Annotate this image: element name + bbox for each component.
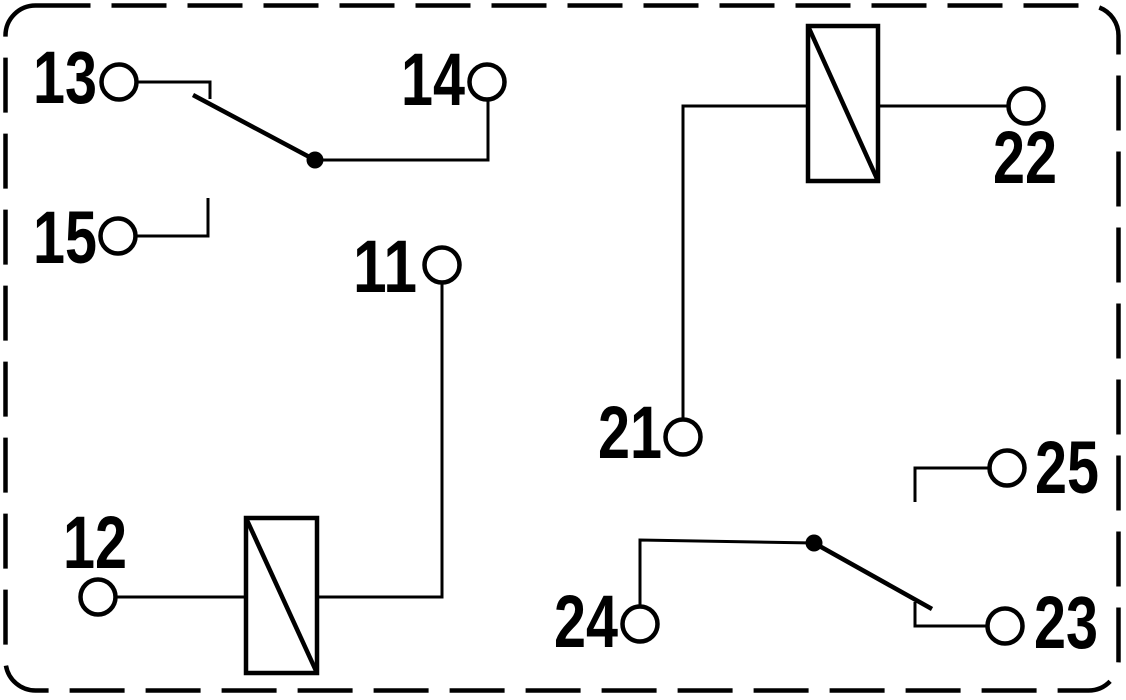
terminal-ring-24 (620, 604, 660, 644)
terminal-label-15: 15 (33, 196, 97, 279)
terminal-ring-11 (422, 245, 462, 285)
changeover-contact-23-24-25: 24 25 23 (554, 426, 1099, 664)
terminal-ring-25 (987, 448, 1027, 488)
changeover-contact-13-14-15: 13 14 15 (33, 36, 507, 279)
terminal-ring-23 (985, 606, 1025, 646)
wire-terminal-13 (138, 80, 212, 99)
terminal-label-24: 24 (554, 580, 618, 663)
wire-terminal-15 (137, 198, 210, 238)
wire-terminal-21 (681, 104, 808, 419)
coil-diagonal (805, 25, 881, 182)
terminal-ring-15 (98, 216, 138, 256)
contact-blade-icon (191, 93, 317, 162)
terminal-ring-21 (663, 417, 703, 457)
relay-coil-21-22: 21 22 (598, 23, 1057, 474)
terminal-label-25: 25 (1035, 426, 1099, 509)
wire-terminal-14 (315, 101, 490, 162)
terminal-label-12: 12 (63, 501, 127, 584)
terminal-label-22: 22 (993, 116, 1057, 199)
wire-terminal-25 (913, 466, 988, 502)
contact-blade-icon (812, 541, 934, 611)
terminal-ring-22 (1006, 86, 1046, 126)
terminal-ring-14 (467, 62, 507, 102)
relay-coil-11-12: 12 11 (63, 225, 462, 676)
terminal-label-13: 13 (33, 36, 97, 119)
terminal-ring-13 (99, 62, 139, 102)
wire-terminal-11 (317, 283, 444, 599)
terminal-label-23: 23 (1034, 581, 1098, 664)
module-dashed-border (3, 3, 1121, 693)
coil-diagonal (243, 517, 320, 674)
terminal-label-21: 21 (598, 391, 662, 474)
terminal-ring-12 (78, 577, 118, 617)
wire-terminal-23 (913, 602, 987, 628)
contact-pivot-dot (306, 151, 324, 169)
terminal-label-11: 11 (353, 225, 417, 308)
contact-pivot-dot (805, 534, 823, 552)
terminal-label-14: 14 (401, 38, 465, 121)
wire-terminal-24 (638, 538, 815, 605)
